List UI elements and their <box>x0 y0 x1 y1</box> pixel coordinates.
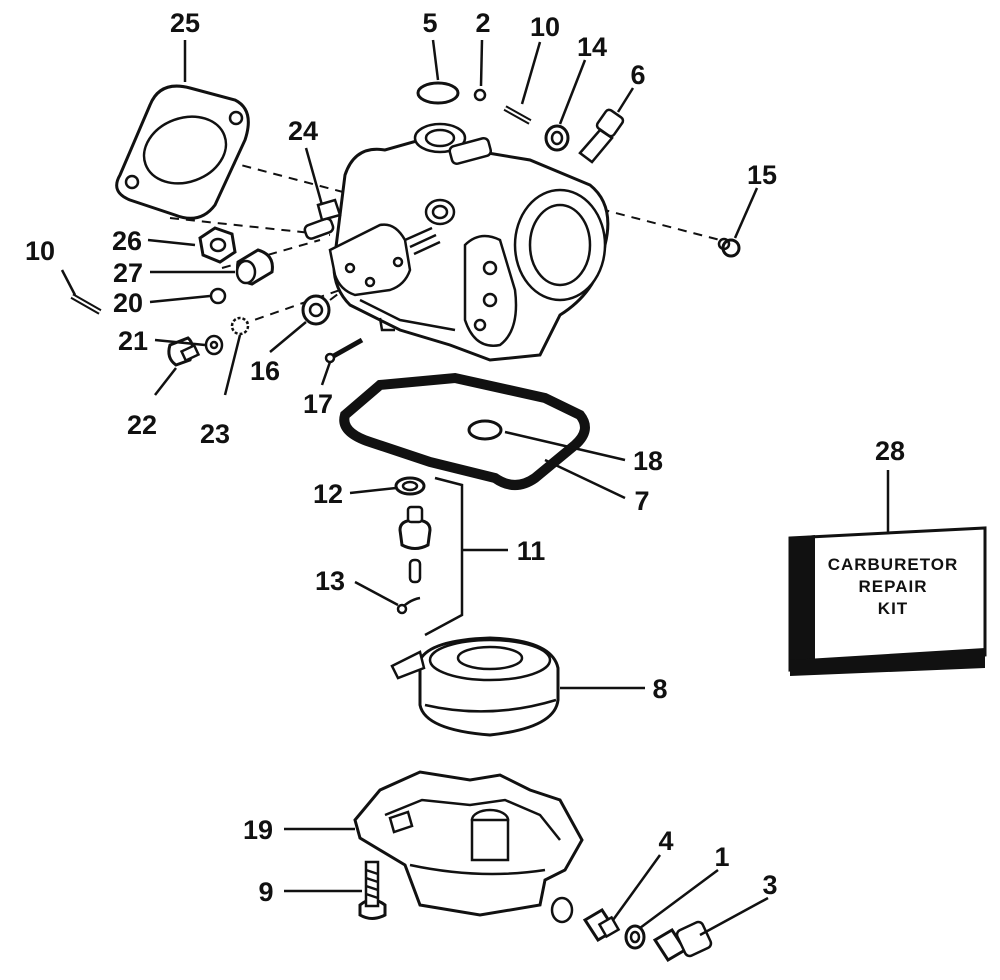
pin-10-top <box>503 105 532 125</box>
lockwasher-23 <box>230 316 250 336</box>
washer-16 <box>301 294 331 326</box>
jet-4 <box>582 907 621 943</box>
callout-5: 5 <box>422 8 437 38</box>
bowl-gasket-7 <box>339 372 590 490</box>
pin-10-left <box>70 293 102 315</box>
callout-19: 19 <box>243 815 273 845</box>
washer-21 <box>204 334 224 356</box>
kit-label-line-3: KIT <box>878 599 908 618</box>
callout-13: 13 <box>315 566 345 596</box>
flange-gasket-25 <box>115 84 250 220</box>
callout-4: 4 <box>658 826 673 856</box>
callout-28: 28 <box>875 436 905 466</box>
float-8 <box>390 636 560 737</box>
inlet-needle <box>408 558 422 584</box>
screw-22 <box>167 336 201 367</box>
callout-9: 9 <box>258 877 273 907</box>
callout-21: 21 <box>118 326 148 356</box>
callout-numbers: 25 5 2 10 14 6 15 24 26 27 20 21 22 23 1… <box>25 8 905 907</box>
inlet-seat <box>398 505 432 550</box>
kit-label-line-2: REPAIR <box>859 577 928 596</box>
callout-25: 25 <box>170 8 200 38</box>
washer-14 <box>544 124 570 152</box>
callout-17: 17 <box>303 389 333 419</box>
callout-16: 16 <box>250 356 280 386</box>
float-pin-11 <box>424 476 464 637</box>
callout-14: 14 <box>577 32 607 62</box>
clip-13 <box>396 596 421 615</box>
callout-23: 23 <box>200 419 230 449</box>
carburetor-repair-kit-28: CARBURETOR REPAIR KIT <box>788 526 987 676</box>
callout-7: 7 <box>634 486 649 516</box>
screw-9 <box>358 860 387 920</box>
callout-2: 2 <box>475 8 490 38</box>
callout-12: 12 <box>313 479 343 509</box>
callout-10-top: 10 <box>530 12 560 42</box>
callout-6: 6 <box>630 60 645 90</box>
callout-27: 27 <box>113 258 143 288</box>
welch-plug-5 <box>416 81 460 105</box>
callout-10-left: 10 <box>25 236 55 266</box>
callout-18: 18 <box>633 446 663 476</box>
callout-22: 22 <box>127 410 157 440</box>
screw-17 <box>324 337 364 364</box>
ball-2 <box>473 88 487 102</box>
callout-3: 3 <box>762 870 777 900</box>
callout-11: 11 <box>517 536 546 566</box>
washer-1 <box>624 924 646 950</box>
bushing-27 <box>235 248 274 286</box>
callout-26: 26 <box>112 226 142 256</box>
float-bowl-19 <box>353 770 584 924</box>
carburetor-body <box>303 122 610 362</box>
nut-26 <box>198 226 237 264</box>
plug-3 <box>652 920 713 963</box>
kit-label-line-1: CARBURETOR <box>828 555 959 574</box>
washer-12 <box>394 476 426 496</box>
leader-lines <box>60 39 890 937</box>
needle-valve-6 <box>578 108 625 164</box>
callout-24: 24 <box>288 116 318 146</box>
callout-20: 20 <box>113 288 143 318</box>
ball-20 <box>209 287 227 305</box>
callout-1: 1 <box>714 842 729 872</box>
callout-8: 8 <box>652 674 667 704</box>
callout-15: 15 <box>747 160 777 190</box>
plug-15 <box>717 237 741 258</box>
